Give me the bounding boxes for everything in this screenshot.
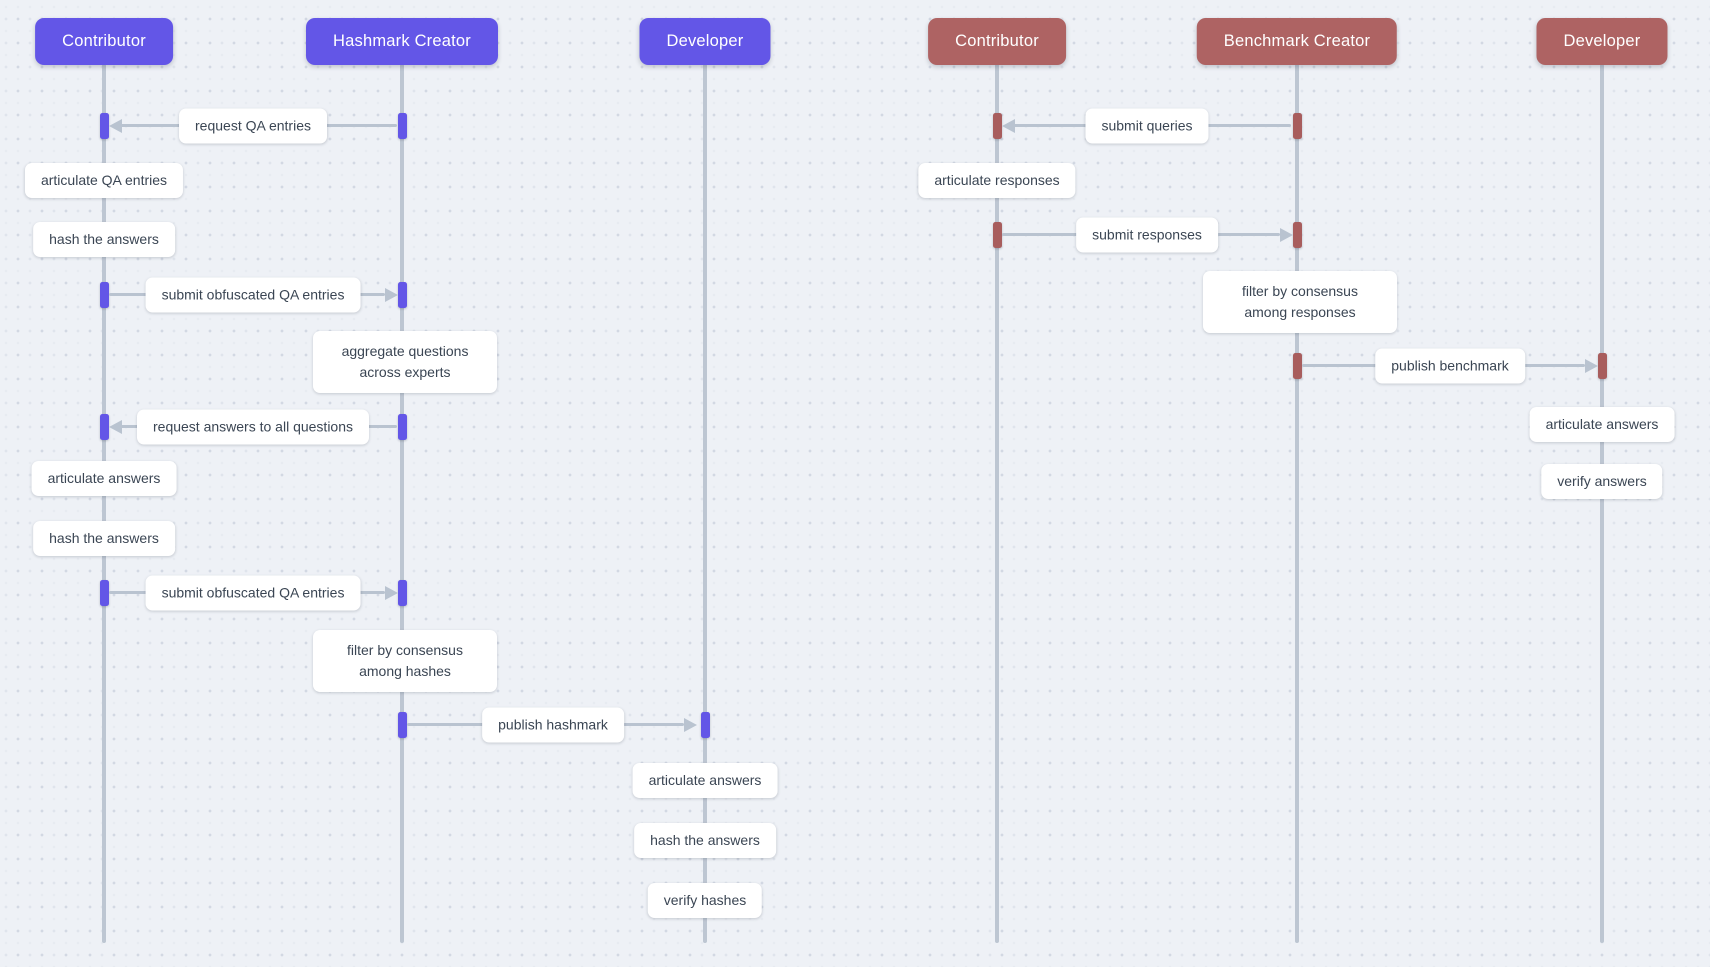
arrowhead-left-icon [109,119,122,133]
note-hash-the-answers: hash the answers [33,521,175,556]
lifeline-developer [703,64,707,943]
note-articulate-answers: articulate answers [1529,407,1675,442]
activation-bar [398,414,407,440]
activation-bar [993,113,1002,139]
arrowhead-right-icon [1280,228,1293,242]
note-verify-hashes: verify hashes [647,883,763,918]
arrowhead-right-icon [385,586,398,600]
activation-bar [398,113,407,139]
lifeline-hashmark-creator [400,64,404,943]
actor-hashmark-creator: Hashmark Creator [306,18,498,65]
lifeline-contributor [102,64,106,943]
activation-bar [398,282,407,308]
lifeline-developer [1600,64,1604,943]
activation-bar [1293,113,1302,139]
message-label: publish hashmark [482,707,624,743]
message-label: request answers to all questions [137,409,369,445]
actor-benchmark-creator: Benchmark Creator [1196,18,1398,65]
actor-developer: Developer [639,18,771,65]
activation-bar [1293,222,1302,248]
note-articulate-qa-entries: articulate QA entries [24,163,184,198]
activation-bar [1598,353,1607,379]
arrowhead-right-icon [1585,359,1598,373]
note-hash-the-answers: hash the answers [33,222,175,257]
lifeline-benchmark-creator [1295,64,1299,943]
lifeline-contributor [995,64,999,943]
message-label: publish benchmark [1375,348,1525,384]
activation-bar [100,282,109,308]
note-articulate-answers: articulate answers [31,461,177,496]
message-label: submit obfuscated QA entries [145,277,361,313]
arrowhead-right-icon [385,288,398,302]
note-articulate-answers: articulate answers [632,763,778,798]
message-label: submit queries [1085,108,1209,144]
note-articulate-responses: articulate responses [918,163,1076,198]
note-verify-answers: verify answers [1541,464,1663,499]
activation-bar [1293,353,1302,379]
actor-contributor: Contributor [928,18,1066,65]
activation-bar [398,580,407,606]
arrowhead-left-icon [1002,119,1015,133]
activation-bar [993,222,1002,248]
note-aggregate-questions: aggregate questions across experts [313,331,497,393]
note-hash-the-answers: hash the answers [634,823,776,858]
activation-bar [100,414,109,440]
arrowhead-right-icon [684,718,697,732]
activation-bar [398,712,407,738]
note-filter-by-consensus: filter by consensus among hashes [313,630,497,692]
arrowhead-left-icon [109,420,122,434]
message-label: request QA entries [179,108,327,144]
actor-developer: Developer [1536,18,1668,65]
message-label: submit obfuscated QA entries [145,575,361,611]
message-label: submit responses [1076,217,1218,253]
activation-bar [100,580,109,606]
activation-bar [701,712,710,738]
actor-contributor: Contributor [35,18,173,65]
note-filter-by-consensus: filter by consensus among responses [1203,271,1397,333]
activation-bar [100,113,109,139]
